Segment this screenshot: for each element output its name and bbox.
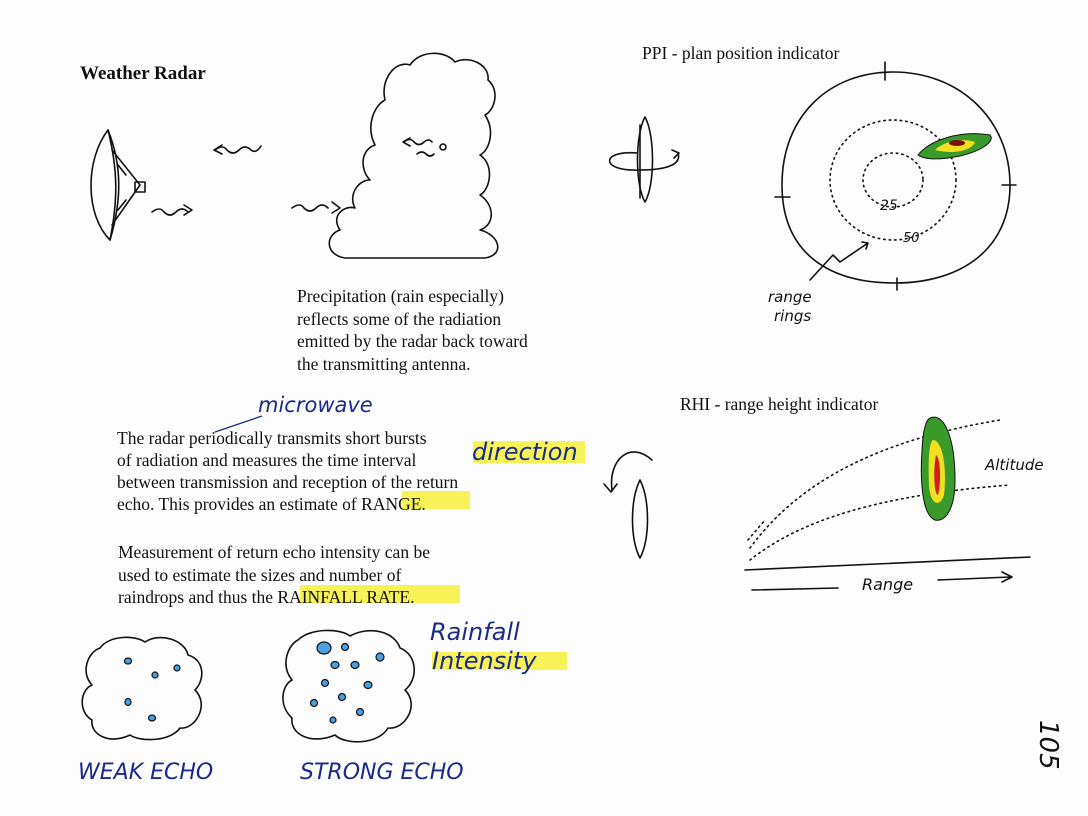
page-number: 105	[1033, 720, 1063, 770]
range-highlight	[402, 491, 470, 509]
rainfall-annotation: Rainfall	[430, 618, 520, 646]
intensity-highlight	[432, 652, 567, 670]
page-title: Weather Radar	[80, 63, 206, 84]
intensity-annotation: Intensity	[432, 647, 537, 675]
precipitation-text: Precipitation (rain especially) reflects…	[297, 286, 532, 374]
ppi-title: PPI - plan position indicator	[642, 43, 840, 63]
range-rings-label-1: range	[768, 288, 812, 306]
ppi-echo-yellow	[935, 140, 975, 153]
strong-echo-label: STRONG ECHO	[300, 760, 464, 785]
range-text: The radar periodically transmits short b…	[117, 428, 463, 514]
rainfall-rate-highlight	[300, 585, 460, 603]
radar-antenna-icon	[90, 129, 146, 241]
ring-25-label: 25	[880, 198, 898, 214]
rhi-title: RHI - range height indicator	[680, 394, 878, 414]
altitude-label: Altitude	[984, 456, 1044, 474]
rainfall-text: Measurement of return echo intensity can…	[118, 542, 434, 607]
direction-highlight	[473, 441, 585, 463]
tilting-antenna-icon	[603, 451, 653, 559]
range-rings-label-2: rings	[774, 307, 811, 325]
wave-arrows-icon	[151, 144, 341, 216]
ppi-echo-core	[949, 140, 965, 146]
direction-annotation: direction	[472, 438, 578, 466]
strong-echo-cloud	[282, 629, 415, 743]
weak-echo-label: WEAK ECHO	[78, 760, 213, 785]
microwave-annotation: microwave	[258, 393, 373, 417]
rhi-display: Range Altitude	[744, 416, 1044, 594]
ring-50-label: 50	[903, 231, 920, 246]
rotating-antenna-icon	[608, 116, 680, 203]
ppi-display: 25 50 range rings	[768, 61, 1017, 325]
weak-echo-cloud	[81, 636, 203, 741]
range-axis-label: Range	[862, 575, 913, 594]
cloud-icon	[328, 52, 499, 259]
wave-arrows-icon	[402, 137, 447, 157]
